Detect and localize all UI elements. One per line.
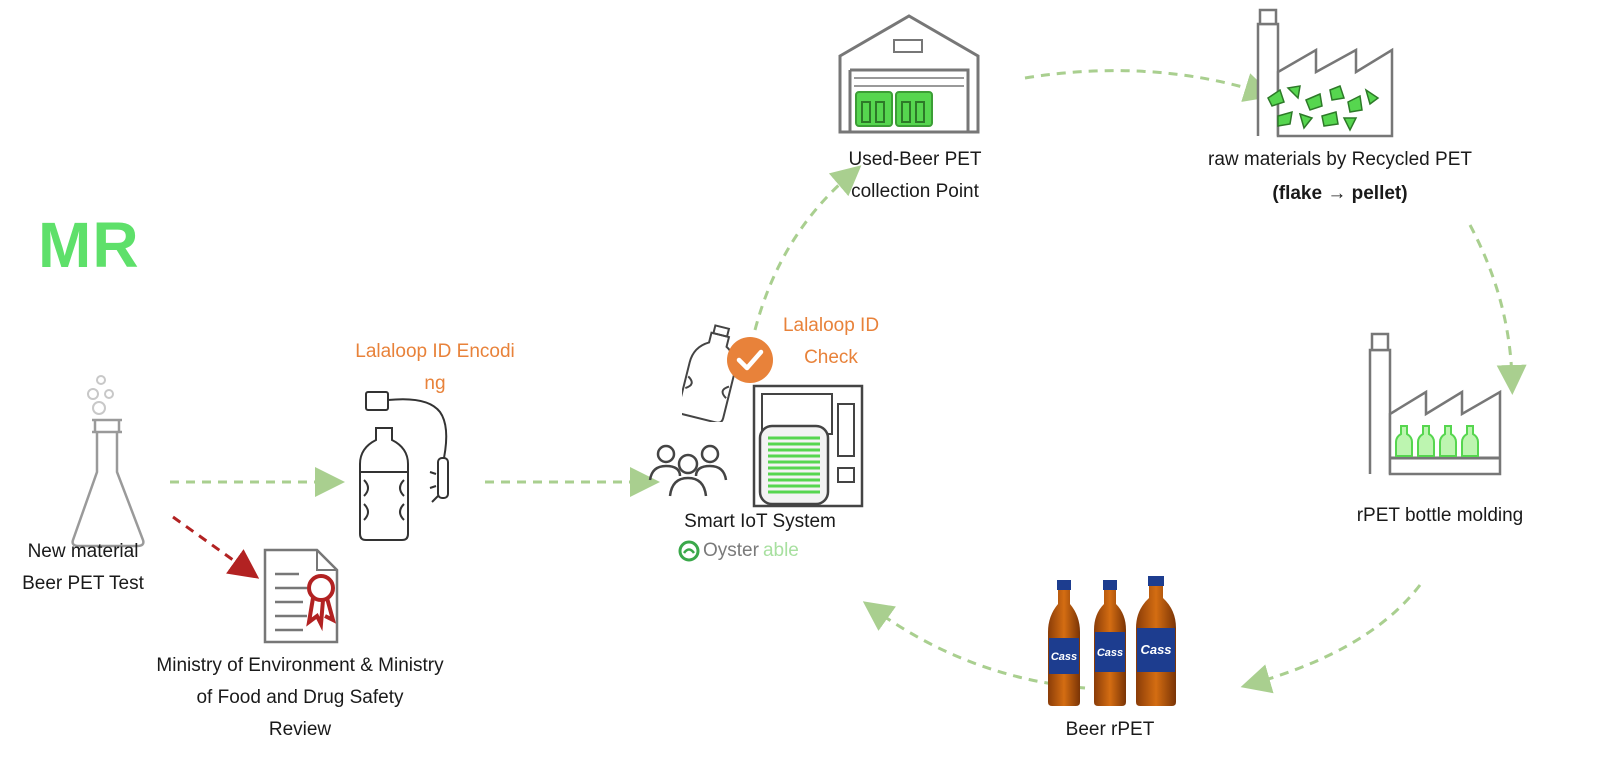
iot-label: Smart IoT System bbox=[684, 511, 836, 532]
arrow-iot-to-collection bbox=[753, 165, 862, 331]
oyster-logo-icon bbox=[678, 540, 700, 562]
oysterable-logo: Oyster able bbox=[678, 538, 799, 564]
collection-label-line1: Used-Beer PET bbox=[848, 149, 982, 170]
check-label-line1: Lalaloop ID bbox=[782, 315, 880, 336]
raw-sub-label: (flake → pellet) bbox=[1272, 183, 1408, 204]
bottle-sensor-icon bbox=[359, 391, 449, 541]
beer-brand-text-3: Cass bbox=[1140, 642, 1171, 657]
page-title: MR bbox=[38, 209, 140, 281]
factory-bottles-icon bbox=[1368, 332, 1502, 476]
arrow-test-to-ministry bbox=[172, 515, 260, 579]
beer-brand-text-2: Cass bbox=[1097, 647, 1123, 659]
test-label-line1: New material bbox=[27, 541, 139, 562]
oyster-logo-suffix: able bbox=[762, 540, 799, 561]
check-label-line2: Check bbox=[804, 347, 858, 368]
arrow-molding-to-beer bbox=[1240, 584, 1422, 694]
oyster-logo-text: Oyster bbox=[703, 540, 759, 561]
ministry-label-line3: Review bbox=[268, 719, 332, 740]
people-icon bbox=[648, 444, 728, 497]
vending-machine-icon bbox=[752, 384, 864, 508]
beer-label: Beer rPET bbox=[1065, 719, 1155, 740]
arrow-collection-to-raw bbox=[1024, 69, 1275, 102]
raw-label: raw materials by Recycled PET bbox=[1208, 149, 1472, 170]
arrow-beer-to-iot bbox=[862, 601, 1086, 690]
test-label-line2: Beer PET Test bbox=[22, 573, 144, 594]
warehouse-icon bbox=[838, 14, 980, 134]
factory-flakes-icon bbox=[1256, 8, 1394, 138]
beer-bottles-icon: Cass Cass Cass bbox=[1048, 576, 1176, 706]
arrow-raw-to-molding bbox=[1468, 224, 1527, 395]
ministry-label-line2: of Food and Drug Safety bbox=[196, 687, 404, 708]
encoding-label-line1: Lalaloop ID Encodi bbox=[355, 341, 515, 362]
molding-label: rPET bottle molding bbox=[1356, 505, 1524, 526]
collection-label-line2: collection Point bbox=[851, 181, 979, 202]
flask-icon bbox=[71, 375, 145, 548]
beer-brand-text-1: Cass bbox=[1051, 651, 1077, 663]
encoding-label-line2: ng bbox=[424, 373, 446, 394]
ministry-label-line1: Ministry of Environment & Ministry bbox=[156, 655, 444, 676]
certificate-icon bbox=[263, 548, 339, 644]
check-badge-icon bbox=[727, 337, 773, 383]
